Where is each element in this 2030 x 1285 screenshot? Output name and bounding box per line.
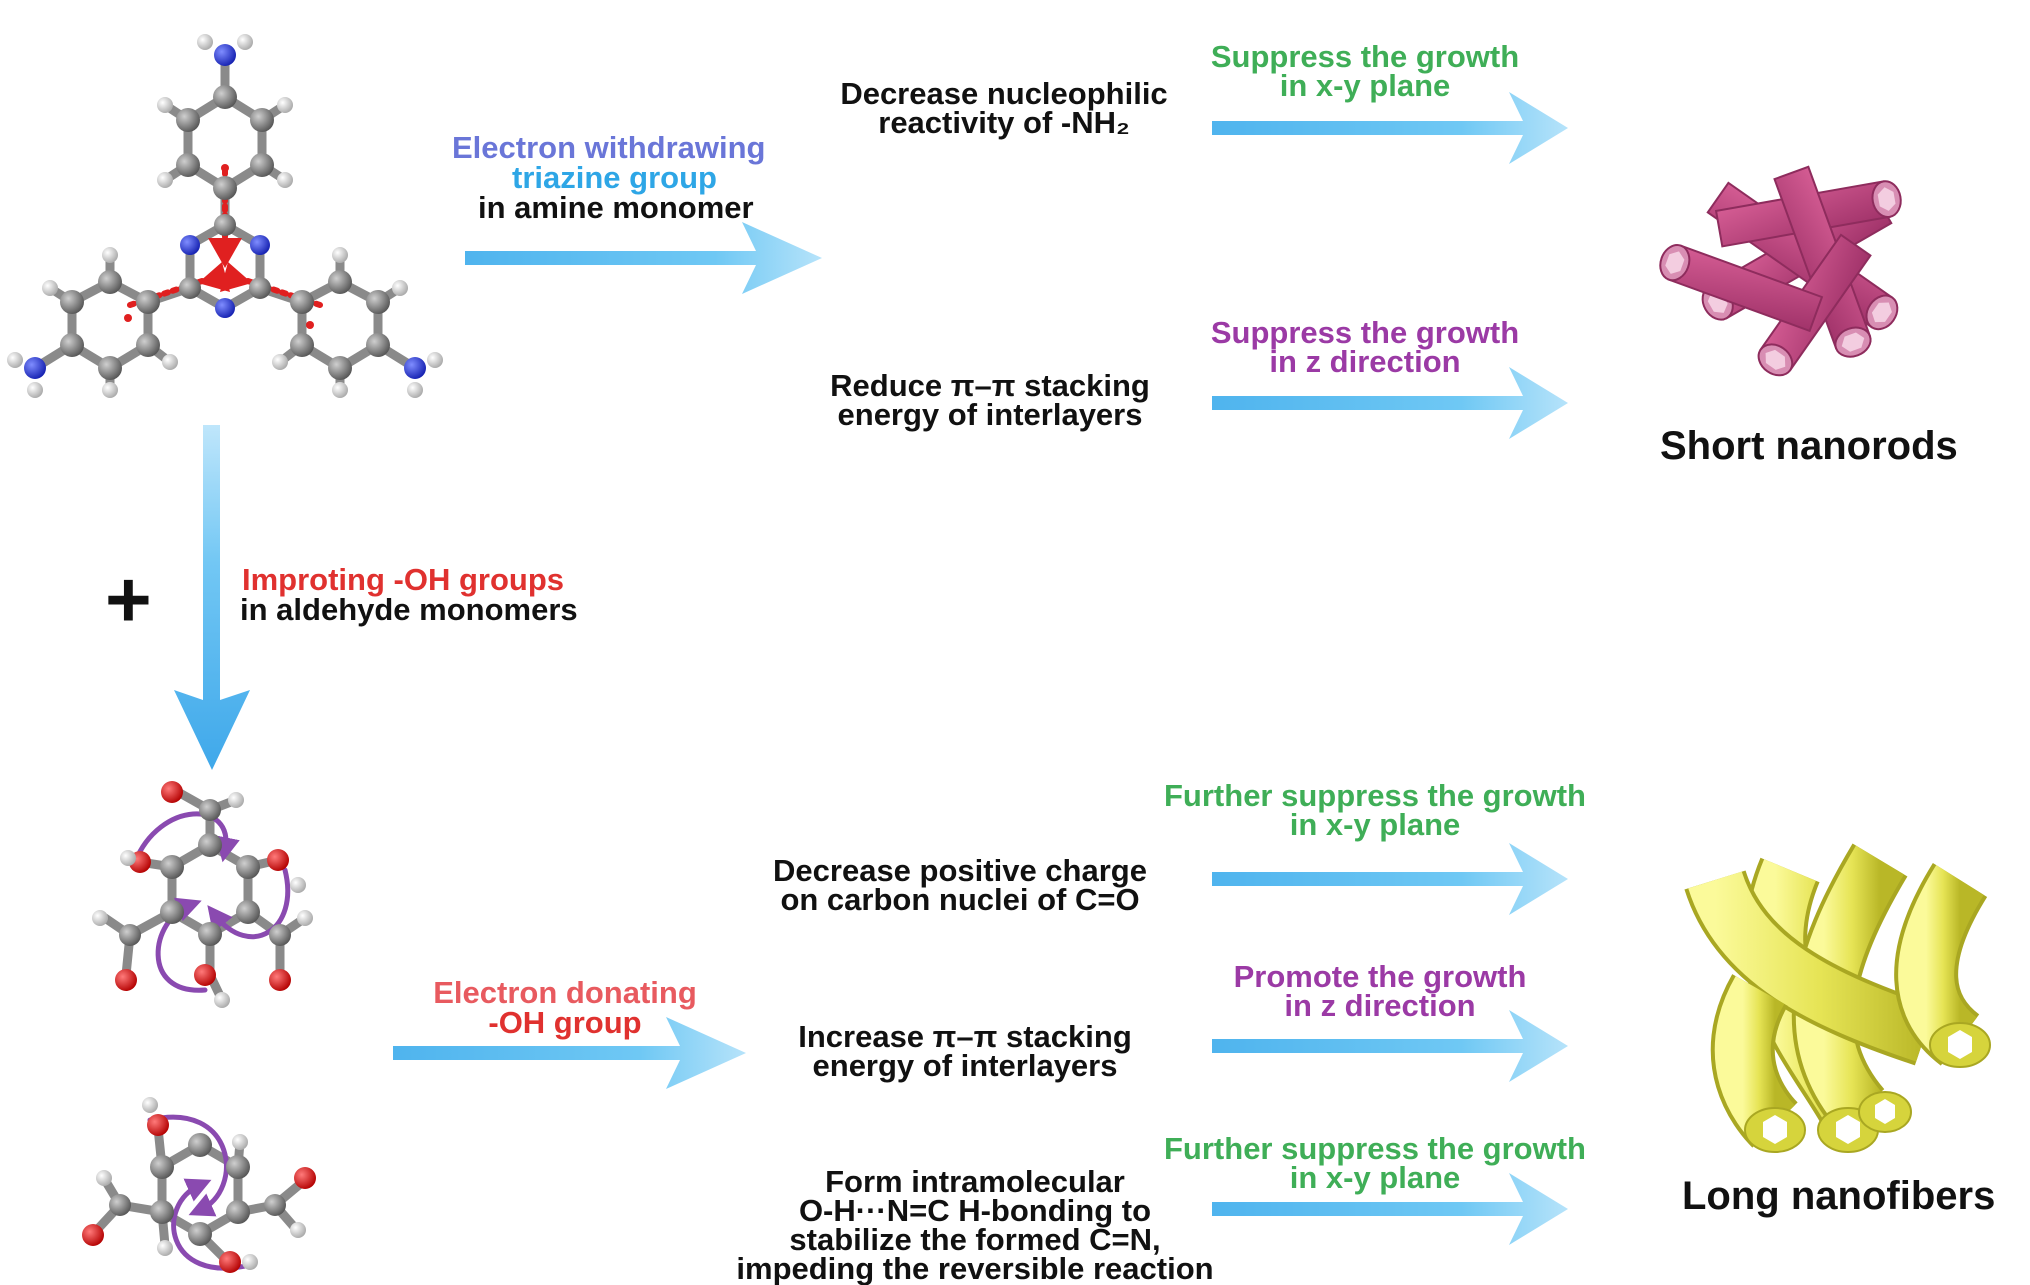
bottom-result3-line2: in x-y plane bbox=[1289, 1160, 1461, 1195]
bottom-result3-line1: Further suppress the growth bbox=[1164, 1131, 1586, 1166]
donor-label-line1: Electron donating bbox=[433, 975, 697, 1010]
arrow-result-bottom-2 bbox=[1212, 1010, 1568, 1082]
product-long-nanofibers: Long nanofibers bbox=[1682, 1174, 1996, 1218]
arrow-result-bottom-1 bbox=[1212, 843, 1568, 915]
top-effect2-line1: Reduce π–π stacking bbox=[830, 368, 1150, 403]
arrow-result-bottom-3 bbox=[1212, 1173, 1568, 1245]
aldehyde-label-line1: Improting -OH groups bbox=[242, 562, 565, 597]
bottom-effect3-line1: Form intramolecular bbox=[825, 1164, 1125, 1199]
top-result1-line1: Suppress the growth bbox=[1210, 39, 1520, 74]
plus-sign: + bbox=[105, 555, 152, 644]
bottom-effect1-line2: on carbon nuclei of C=O bbox=[780, 882, 1140, 917]
long-nanofibers-illustration bbox=[1684, 843, 1991, 1153]
bottom-effect3-line3: stabilize the formed C=N, bbox=[789, 1222, 1161, 1257]
arrow-result-top-1 bbox=[1212, 92, 1568, 164]
bottom-effect3-line2: O-H···N=C H-bonding to bbox=[798, 1193, 1152, 1228]
top-result2-line1: Suppress the growth bbox=[1210, 315, 1520, 350]
triazine-amine-molecule bbox=[7, 34, 443, 398]
bottom-result1-line2: in x-y plane bbox=[1289, 807, 1461, 842]
bottom-effect2-line1: Increase π–π stacking bbox=[798, 1019, 1132, 1054]
amine-label-line3: in amine monomer bbox=[478, 190, 754, 225]
bottom-result1-line1: Further suppress the growth bbox=[1164, 778, 1586, 813]
top-result2-line2: in z direction bbox=[1269, 344, 1461, 379]
amine-label-line1: Electron withdrawing bbox=[452, 130, 766, 165]
bottom-effect3-line4: impeding the reversible reaction bbox=[736, 1251, 1214, 1285]
top-effect2-line2: energy of interlayers bbox=[837, 397, 1143, 432]
amine-label-line2: triazine group bbox=[512, 160, 717, 195]
aldehyde-molecule-1 bbox=[92, 781, 313, 1008]
short-nanorods-illustration bbox=[1659, 165, 1902, 377]
arrow-result-top-2 bbox=[1212, 367, 1568, 439]
donor-label-line2: -OH group bbox=[488, 1005, 642, 1040]
bottom-effect1-line1: Decrease positive charge bbox=[773, 853, 1147, 888]
top-effect1-line1: Decrease nucleophilic bbox=[840, 76, 1168, 111]
product-short-nanorods: Short nanorods bbox=[1660, 424, 1958, 468]
arrow-amine-to-effects bbox=[465, 222, 822, 294]
arrow-donor-to-effects bbox=[393, 1017, 746, 1089]
aldehyde-molecule-2 bbox=[82, 1097, 316, 1273]
top-result1-line2: in x-y plane bbox=[1279, 68, 1451, 103]
aldehyde-label-line2: in aldehyde monomers bbox=[240, 592, 578, 627]
bottom-result2-line1: Promote the growth bbox=[1233, 959, 1527, 994]
bottom-effect2-line2: energy of interlayers bbox=[812, 1048, 1118, 1083]
arrow-vertical bbox=[174, 425, 250, 770]
top-effect1-line2: reactivity of -NH₂ bbox=[878, 105, 1130, 140]
bottom-result2-line2: in z direction bbox=[1284, 988, 1476, 1023]
